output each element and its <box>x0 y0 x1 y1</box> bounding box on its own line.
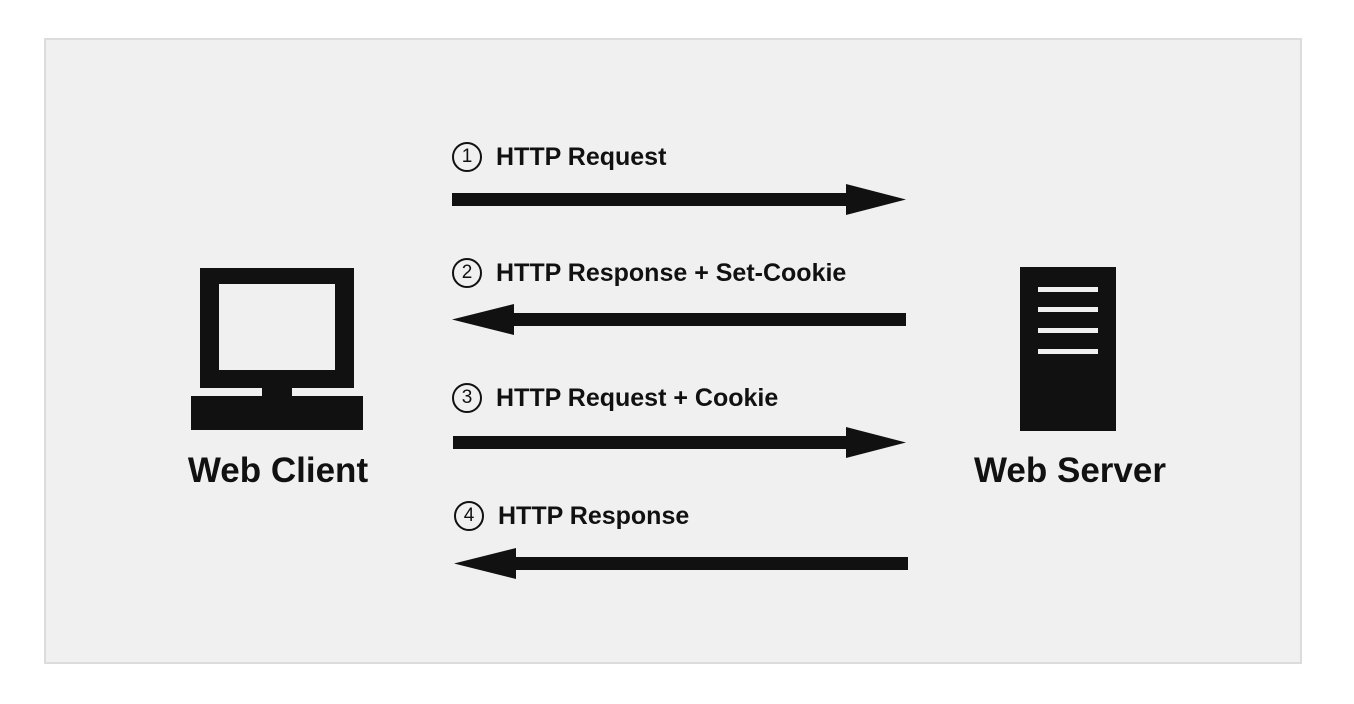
step-2-text: HTTP Response + Set-Cookie <box>496 258 847 287</box>
step-2-number: 2 <box>452 258 482 288</box>
step-4-number: 4 <box>454 501 484 531</box>
arrow-step-2 <box>452 304 906 335</box>
step-4-text: HTTP Response <box>498 501 690 530</box>
web-server-label: Web Server <box>974 451 1166 490</box>
arrow-step-4 <box>454 548 908 579</box>
arrow-step-3 <box>453 427 906 458</box>
step-1-number: 1 <box>452 142 482 172</box>
step-3-text: HTTP Request + Cookie <box>496 383 779 412</box>
arrow-step-1 <box>452 184 906 215</box>
step-3-label: 3 HTTP Request + Cookie <box>452 383 778 413</box>
server-icon <box>1020 267 1116 431</box>
step-1-label: 1 HTTP Request <box>452 142 666 172</box>
step-2-label: 2 HTTP Response + Set-Cookie <box>452 258 846 288</box>
web-client-label: Web Client <box>187 451 369 490</box>
step-1-text: HTTP Request <box>496 142 667 171</box>
computer-icon <box>191 268 363 430</box>
step-4-label: 4 HTTP Response <box>454 501 689 531</box>
step-3-number: 3 <box>452 383 482 413</box>
